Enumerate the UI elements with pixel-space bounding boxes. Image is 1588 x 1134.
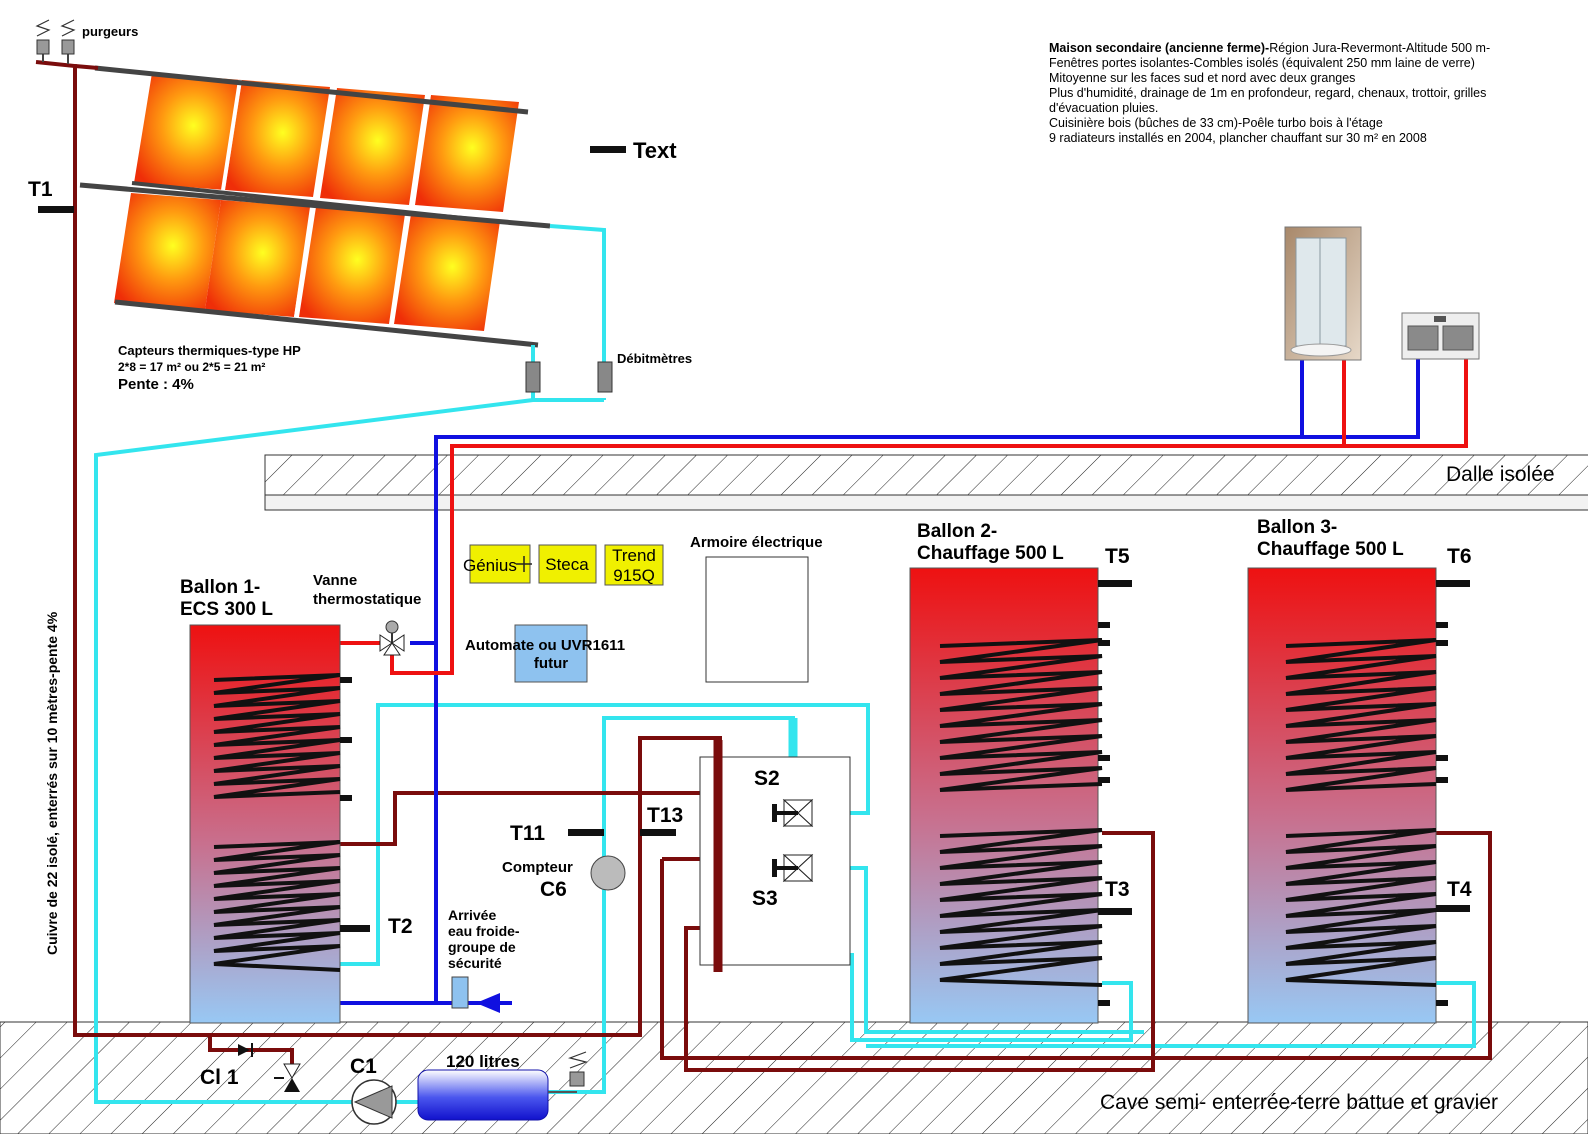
automate-label-1: Automate ou UVR1611 [465, 637, 625, 654]
t5-label: T5 [1105, 545, 1130, 568]
t13-label: T13 [647, 804, 683, 827]
c1-label: C1 [350, 1055, 377, 1078]
hydraulic-module-box [699, 756, 851, 966]
circulator-pump-c1 [351, 1079, 397, 1125]
steca-label: Steca [545, 555, 589, 574]
label-s2: S2 [754, 767, 780, 790]
info-line-5: d'évacuation pluies. [1049, 101, 1158, 115]
clapet-cl1 [238, 1043, 253, 1057]
ballon-1-tank [189, 624, 370, 1024]
cuivre-label: Cuivre de 22 isolé, enterrés sur 10 mètr… [44, 611, 60, 955]
c6-label: C6 [540, 878, 567, 901]
purgeurs-label: purgeurs [82, 24, 138, 39]
text-marker [590, 146, 626, 153]
probe-t1 [38, 206, 74, 213]
info-line-2: Fenêtres portes isolantes-Combles isolés… [1049, 56, 1475, 70]
dalle-label: Dalle isolée [1446, 463, 1555, 486]
vanne-label-2: thermostatique [313, 591, 421, 608]
vase-label: 120 litres [446, 1052, 520, 1071]
armoire-label: Armoire électrique [690, 534, 823, 551]
vanne-label-1: Vanne [313, 572, 357, 589]
ballon-3-tank [1247, 567, 1470, 1024]
info-line-6: Cuisinière bois (bûches de 33 cm)-Poêle … [1049, 116, 1383, 130]
trend-controller [604, 544, 664, 586]
capteurs-label-3: Pente : 4% [118, 376, 194, 393]
t4-label: T4 [1447, 878, 1472, 901]
info-block: Maison secondaire (ancienne ferme)-Régio… [1049, 41, 1490, 145]
text-marker-label: Text [633, 138, 677, 163]
ballon-3-subtitle: Chauffage 500 L [1257, 539, 1404, 560]
automate-box [514, 624, 588, 683]
ballon-2-title: Ballon 2- [917, 521, 997, 542]
capteurs-label-1: Capteurs thermiques-type HP [118, 343, 301, 358]
ballon-3-title: Ballon 3- [1257, 517, 1337, 538]
probe-t13 [640, 829, 676, 836]
t6-label: T6 [1447, 545, 1472, 568]
solar-collectors [79, 65, 551, 348]
purgeurs [35, 19, 76, 64]
info-line-3: Mitoyenne sur les faces sud et nord avec… [1049, 71, 1355, 85]
expansion-vessel [417, 1069, 549, 1121]
info-title-rest: Région Jura-Revermont-Altitude 500 m- [1269, 41, 1490, 55]
three-way-valve-s2 [772, 798, 814, 828]
thermostatic-valve [379, 620, 405, 656]
debitmetre-1 [525, 361, 541, 393]
debitmetre-2 [597, 361, 613, 393]
vessel-purge [569, 1071, 585, 1087]
cl1-label: Cl 1 [200, 1066, 239, 1089]
arrivee-label-4: sécurité [448, 955, 502, 971]
ballon-1-title: Ballon 1- [180, 577, 260, 598]
arrivee-label-3: groupe de [448, 939, 516, 955]
hot-water-pipes [340, 358, 1468, 675]
svg-text:Maison secondaire (ancienne fe: Maison secondaire (ancienne ferme)-Régio… [1049, 41, 1490, 55]
clapet-valve [274, 1063, 301, 1092]
shower-image [1284, 226, 1362, 361]
t1-label: T1 [28, 178, 53, 201]
cave-ground [0, 1021, 1588, 1134]
genius-label: Génius [463, 556, 517, 575]
three-way-valve-s3 [772, 853, 814, 883]
cave-label: Cave semi- enterrée-terre battue et grav… [1100, 1091, 1498, 1114]
debitmetres-label: Débitmètres [617, 351, 692, 366]
arrivee-label-1: Arrivée [448, 907, 496, 923]
sink-image [1401, 312, 1480, 360]
label-s3: S3 [752, 887, 778, 910]
info-line-4: Plus d'humidité, drainage de 1m en profo… [1049, 86, 1486, 100]
t2-label: T2 [388, 915, 413, 938]
trend-label-1: Trend [612, 546, 656, 565]
cold-water-arrow [476, 993, 500, 1013]
t11-label: T11 [510, 822, 545, 845]
automate-label-2: futur [534, 655, 568, 672]
armoire-electrique-box [705, 556, 809, 683]
ballon-1-subtitle: ECS 300 L [180, 599, 273, 620]
info-line-7: 9 radiateurs installés en 2004, plancher… [1049, 131, 1427, 145]
probe-t11 [568, 829, 604, 836]
ballon-2-subtitle: Chauffage 500 L [917, 543, 1064, 564]
compteur-c6 [590, 855, 626, 891]
compteur-label: Compteur [502, 859, 573, 876]
arrivee-label-2: eau froide- [448, 923, 520, 939]
capteurs-label-2: 2*8 = 17 m² ou 2*5 = 21 m² [118, 360, 265, 374]
steca-controller [538, 544, 597, 584]
ballon-2-tank [909, 567, 1132, 1024]
info-title-bold: Maison secondaire (ancienne ferme)- [1049, 41, 1269, 55]
trend-label-2: 915Q [613, 566, 655, 585]
groupe-de-securite [451, 976, 469, 1009]
dalle-isolee [264, 454, 1588, 511]
t3-label: T3 [1105, 878, 1130, 901]
